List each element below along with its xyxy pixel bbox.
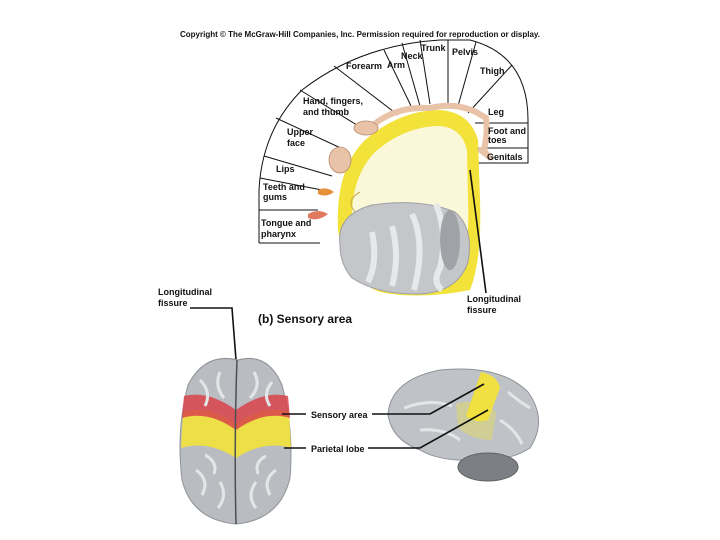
divider-lips bbox=[264, 156, 332, 176]
copyright-notice: Copyright © The McGraw-Hill Companies, I… bbox=[180, 30, 540, 39]
label-tongue-line1: Tongue and bbox=[261, 218, 311, 228]
label-leg: Leg bbox=[488, 107, 504, 117]
label-tongue-line2: pharynx bbox=[261, 229, 296, 239]
figure-title: (b) Sensory area bbox=[258, 312, 352, 326]
ventricle bbox=[440, 210, 460, 270]
fissure-left-leader bbox=[190, 308, 236, 360]
label-lips: Lips bbox=[276, 164, 295, 174]
label-upper-face-line1: Upper bbox=[287, 127, 314, 137]
homunculus-face bbox=[329, 147, 351, 173]
label-hand-line2: and thumb bbox=[303, 107, 349, 117]
fissure-left-label-line1: Longitudinal bbox=[158, 287, 212, 297]
fissure-right-label-line1: Longitudinal bbox=[467, 294, 521, 304]
sensory-area-label: Sensory area bbox=[311, 410, 369, 420]
parietal-lobe-label: Parietal lobe bbox=[311, 444, 365, 454]
label-forearm: Forearm bbox=[346, 61, 382, 71]
fissure-right-label-line2: fissure bbox=[467, 305, 497, 315]
label-teeth-line1: Teeth and bbox=[263, 182, 305, 192]
coronal-brain-section bbox=[338, 110, 481, 296]
label-pelvis: Pelvis bbox=[452, 47, 478, 57]
homunculus-lips bbox=[318, 188, 334, 195]
label-hand-line1: Hand, fingers, bbox=[303, 96, 363, 106]
label-teeth-line2: gums bbox=[263, 192, 287, 202]
label-thigh: Thigh bbox=[480, 66, 505, 76]
cerebellum bbox=[458, 453, 518, 481]
label-foot-line2: toes bbox=[488, 135, 507, 145]
fissure-left-label-line2: fissure bbox=[158, 298, 188, 308]
label-genitals: Genitals bbox=[487, 152, 523, 162]
label-trunk: Trunk bbox=[421, 43, 446, 53]
label-arm: Arm bbox=[387, 60, 405, 70]
lateral-brain-view bbox=[388, 369, 539, 481]
superior-brain-view bbox=[180, 358, 291, 524]
homunculus-hand bbox=[354, 121, 378, 135]
label-upper-face-line2: face bbox=[287, 138, 305, 148]
